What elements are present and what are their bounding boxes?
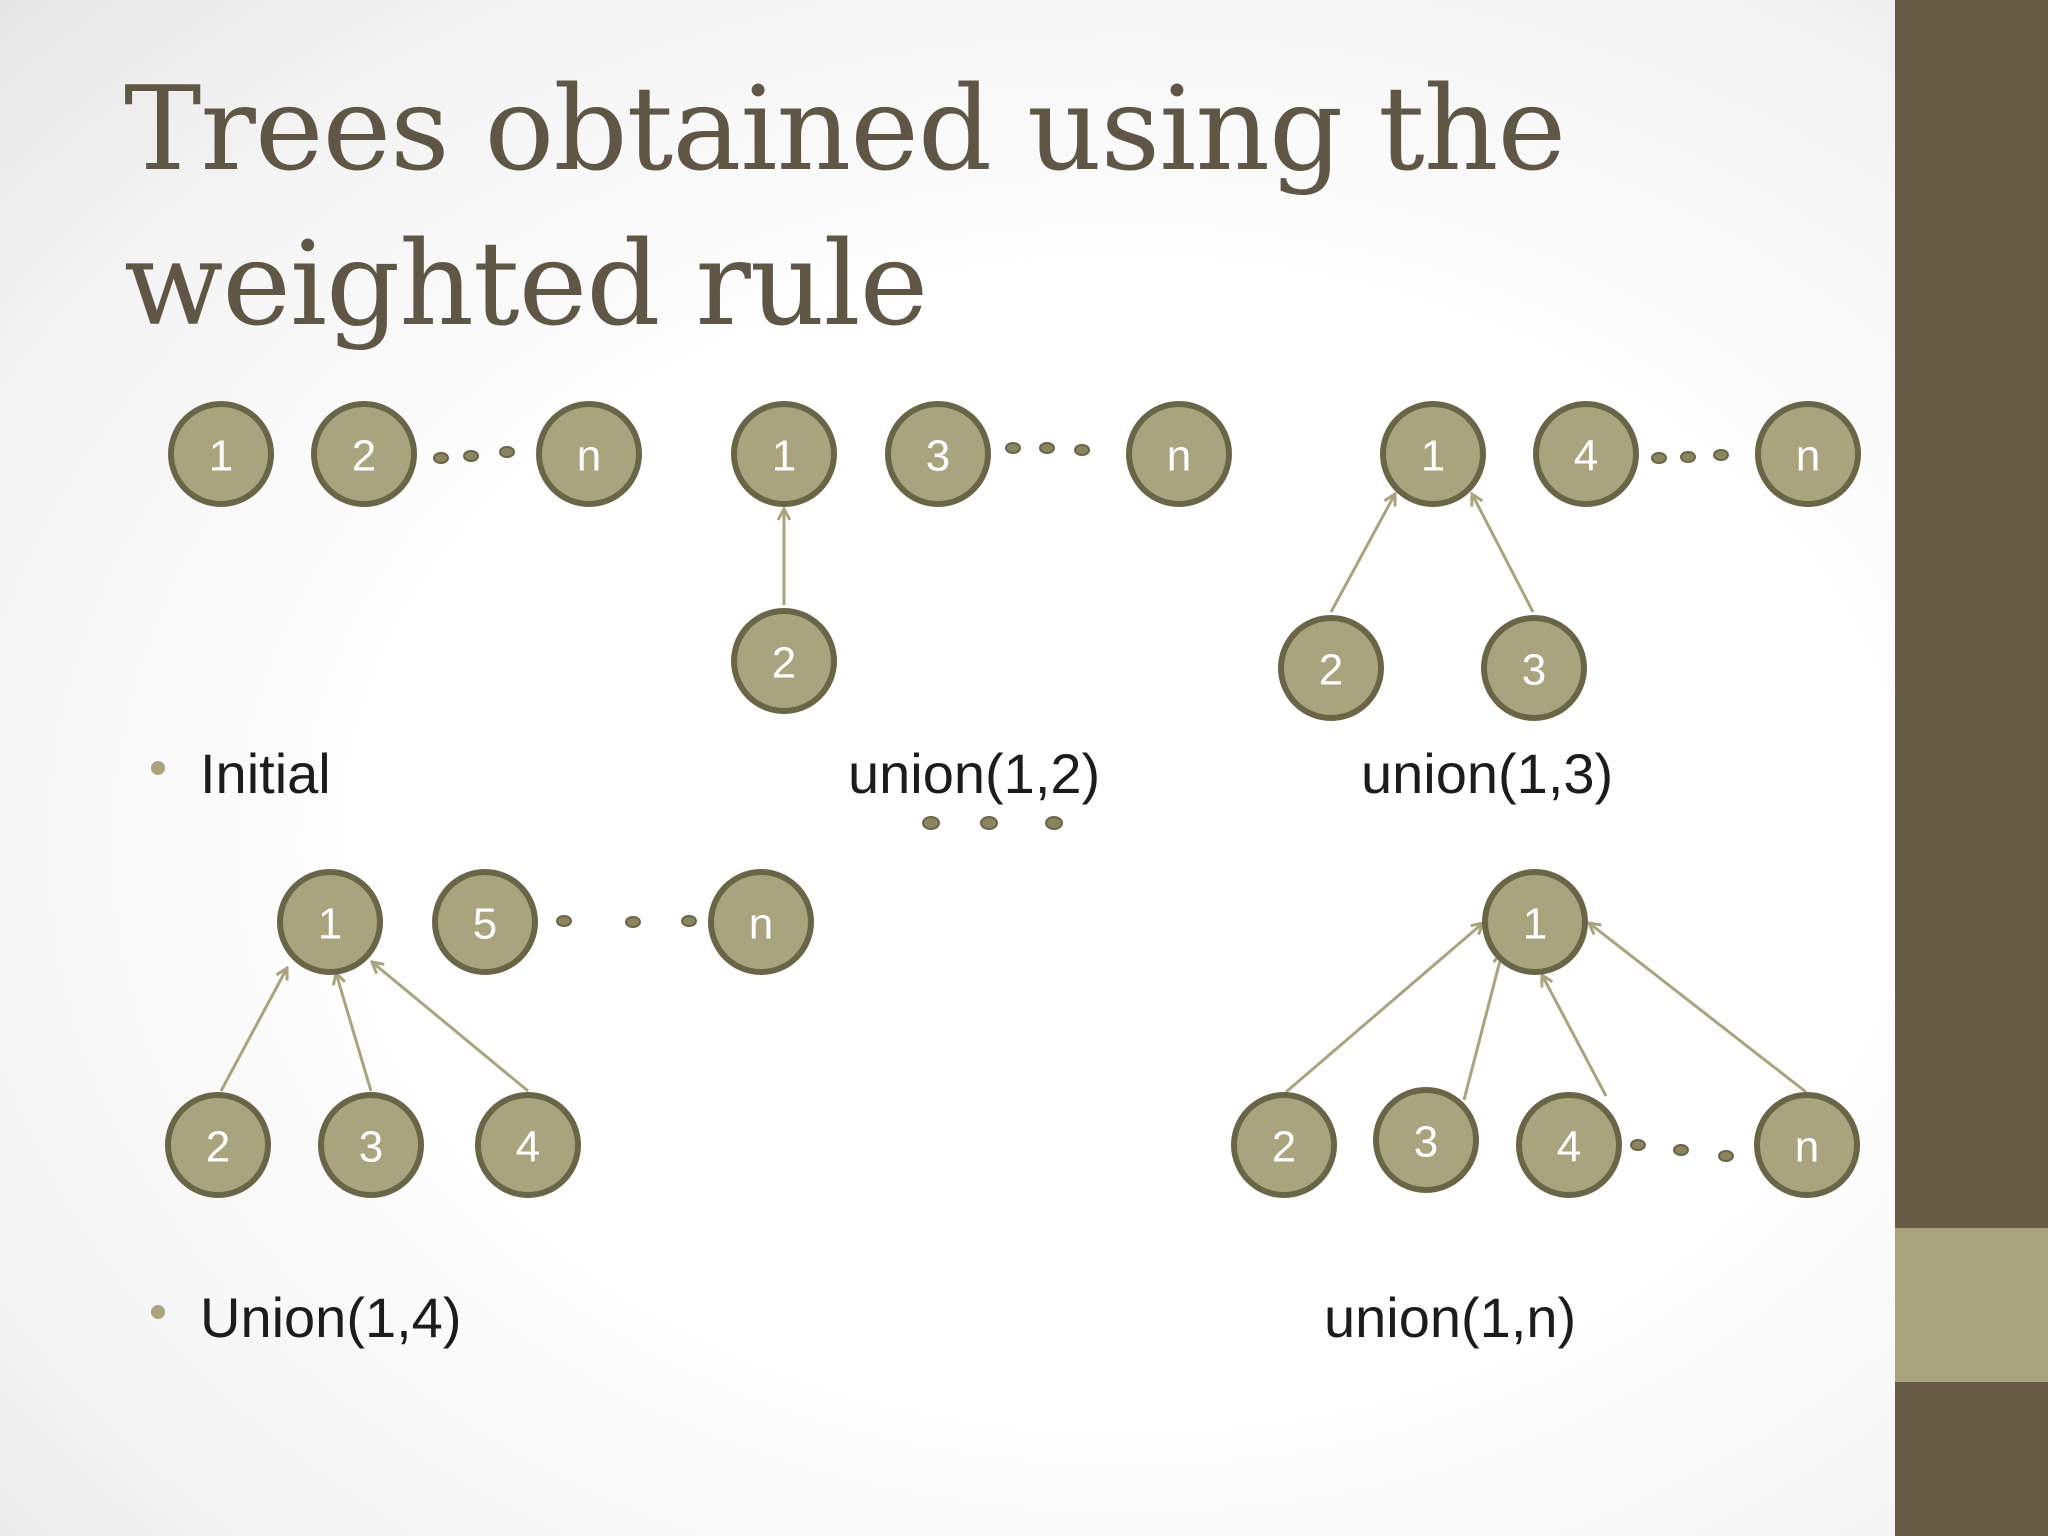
ellipsis-dots	[556, 915, 697, 928]
tree-node: n	[536, 401, 642, 507]
tree-edge	[1462, 953, 1502, 1101]
tree-node: 1	[1482, 869, 1588, 975]
svg-text:n: n	[577, 432, 601, 481]
tree-node: 3	[318, 1092, 424, 1198]
label-union-1-3: union(1,3)	[1361, 742, 1614, 805]
svg-text:n: n	[1795, 1123, 1819, 1172]
svg-text:2: 2	[352, 432, 376, 481]
label-initial: Initial	[200, 742, 331, 805]
bullet-dot	[151, 1305, 165, 1319]
tree-edge	[1285, 923, 1483, 1094]
svg-text:4: 4	[1574, 432, 1598, 481]
bullet-dot	[151, 761, 165, 775]
svg-text:1: 1	[1421, 432, 1445, 481]
svg-text:2: 2	[206, 1123, 230, 1172]
svg-text:1: 1	[318, 900, 342, 949]
tree-node: n	[1126, 401, 1232, 507]
svg-text:4: 4	[1557, 1123, 1581, 1172]
tree-union-1-2: 1 3 n 2	[731, 401, 1232, 714]
svg-text:2: 2	[1272, 1123, 1296, 1172]
tree-node: n	[1754, 1092, 1860, 1198]
tree-node: n	[1755, 401, 1861, 507]
svg-text:2: 2	[1319, 646, 1343, 695]
tree-initial: 1 2 n	[168, 401, 642, 507]
svg-text:n: n	[1796, 432, 1820, 481]
tree-node: 4	[475, 1092, 581, 1198]
tree-node: 3	[885, 401, 991, 507]
tree-node: 1	[1380, 401, 1486, 507]
svg-text:1: 1	[772, 432, 796, 481]
tree-node: 4	[1516, 1092, 1622, 1198]
svg-text:1: 1	[209, 432, 233, 481]
label-union-1-4: Union(1,4)	[200, 1286, 462, 1349]
svg-text:3: 3	[359, 1123, 383, 1172]
svg-text:3: 3	[1522, 646, 1546, 695]
tree-node: 1	[277, 869, 383, 975]
slide-title: Trees obtained using the weighted rule	[124, 62, 1566, 352]
tree-node: 4	[1533, 401, 1639, 507]
tree-union-1-n: 1 2 3 4 n	[1231, 869, 1860, 1198]
tree-node: 2	[1278, 615, 1384, 721]
tree-edge	[372, 962, 529, 1093]
svg-text:3: 3	[926, 432, 950, 481]
tree-node: 3	[1373, 1087, 1479, 1193]
ellipsis-dots	[1651, 449, 1729, 464]
tree-node: 5	[432, 869, 538, 975]
svg-text:n: n	[1167, 432, 1191, 481]
tree-union-1-3: 1 4 n 2 3	[1278, 401, 1861, 721]
tree-node: 2	[165, 1092, 271, 1198]
label-union-1-2: union(1,2)	[848, 742, 1101, 805]
ellipsis-dots	[922, 816, 1063, 830]
svg-text:4: 4	[516, 1123, 540, 1172]
ellipsis-dots	[1005, 442, 1090, 456]
svg-text:n: n	[749, 900, 773, 949]
svg-text:2: 2	[772, 639, 796, 688]
tree-node: 2	[1231, 1092, 1337, 1198]
label-union-1-n: union(1,n)	[1324, 1286, 1577, 1349]
svg-text:1: 1	[1523, 900, 1547, 949]
ellipsis-dots	[433, 446, 515, 464]
tree-node: 3	[1481, 615, 1587, 721]
tree-node: 1	[731, 401, 837, 507]
tree-node: n	[708, 869, 814, 975]
tree-node: 2	[731, 608, 837, 714]
svg-text:3: 3	[1414, 1118, 1438, 1167]
tree-edge	[1329, 494, 1395, 613]
svg-text:5: 5	[473, 900, 497, 949]
tree-edge	[1542, 975, 1608, 1097]
tree-edge	[336, 973, 373, 1092]
tree-edge	[219, 968, 287, 1092]
tree-node: 2	[311, 401, 417, 507]
ellipsis-dots	[1630, 1139, 1734, 1162]
tree-edge	[1472, 494, 1535, 613]
tree-node: 1	[168, 401, 274, 507]
tree-union-1-4: 1 5 n 2 3	[165, 869, 814, 1198]
tree-edge	[1589, 923, 1807, 1094]
sidebar-accent-bar	[1895, 1228, 2048, 1382]
